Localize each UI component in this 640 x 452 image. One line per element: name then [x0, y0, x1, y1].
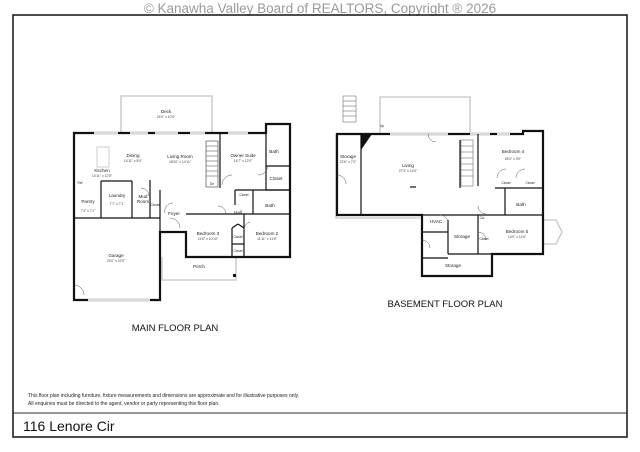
room-dimension: 11'11" x 11'6" [257, 237, 278, 241]
room-dimension: 14'11" x 8'0" [124, 159, 143, 163]
room-label: Bedroom 3 [197, 231, 220, 236]
room-label: Kitchen [94, 168, 110, 173]
room-label: Dining [126, 153, 139, 158]
room-dimension: 18'4" x 9'0" [505, 157, 523, 161]
basement-window-well [543, 219, 563, 245]
room-dimension: 7'7" x 7'1" [110, 202, 126, 206]
kitchen-island [96, 146, 110, 168]
exterior-stairs-icon [342, 95, 357, 123]
deck-outline [120, 95, 213, 133]
room-label: Foyer [168, 211, 180, 216]
room-label: Living Room [167, 154, 193, 159]
basement-floor-plan: Storage 22'6" x 7'2" Living 27'3" x 14'0… [335, 95, 563, 310]
property-address: 116 Lenore Cir [23, 418, 115, 434]
room-dimension: 11'6" x 10'10" [198, 237, 219, 241]
door-swings [73, 164, 269, 296]
room-label: Bath [516, 202, 526, 207]
room-label: Room [137, 199, 149, 204]
basement-stairs-icon [460, 139, 474, 187]
room-label: Owner Suite [230, 153, 256, 158]
room-label: Closet [233, 235, 242, 239]
porch-outline [161, 257, 237, 281]
room-label: Closet [501, 181, 510, 185]
room-label: Hall [234, 210, 242, 215]
room-dimension: 18'10" x 14'11" [169, 160, 192, 164]
room-label: Closet [150, 203, 159, 207]
disclaimer-line: This floor plan including furniture, fix… [28, 393, 299, 399]
room-label: Storage [454, 234, 471, 239]
room-label: Bath [265, 203, 275, 208]
room-label: Deck [161, 109, 172, 114]
room-label: Pantry [81, 199, 95, 204]
room-label: HVAC [430, 219, 443, 224]
basement-deck-outline [379, 96, 471, 134]
room-label: Mud [139, 194, 148, 199]
room-dimension: 14'11" x 12'5" [92, 174, 113, 178]
room-label: Bath [269, 149, 279, 154]
stairs-icon [205, 140, 219, 188]
room-label: Closet [233, 249, 242, 253]
basement-door-swings [336, 133, 526, 249]
room-label: Storage [340, 154, 357, 159]
room-dimension: 23'0" x 22'0" [107, 259, 126, 263]
sheet-border [12, 14, 628, 438]
room-label: Closet [525, 181, 534, 185]
room-dimension: 22'6" x 7'2" [340, 160, 358, 164]
main-floor-plan-title: MAIN FLOOR PLAN [132, 323, 219, 334]
copyright-watermark: © Kanawha Valley Board of REALTORS, Copy… [144, 1, 496, 16]
disclaimer-line: All enquiries must be directed to the ag… [28, 401, 220, 407]
room-label: Living [402, 163, 414, 168]
room-label: Closet [239, 193, 248, 197]
room-label: Storage [445, 263, 462, 268]
basement-outline [335, 134, 420, 219]
room-label: Up [380, 124, 384, 128]
room-label: Bedroom 2 [256, 231, 279, 236]
room-label: Closet [479, 237, 488, 241]
room-label: Bedroom 5 [506, 229, 529, 234]
main-floor-plan: Deck 24'0" x 10'0" Dining 14'11" x 8'0" … [72, 95, 292, 334]
room-dimension: 14'7" x 12'0" [234, 159, 253, 163]
room-label: Porch [193, 264, 205, 269]
room-label: Ref [78, 181, 83, 185]
room-label: Laundry [109, 193, 126, 198]
room-dimension: 14'0" x 11'6" [508, 235, 527, 239]
room-dimension: 24'0" x 10'0" [157, 115, 176, 119]
room-label: Dn [210, 182, 214, 186]
basement-floor-plan-title: BASEMENT FLOOR PLAN [388, 299, 503, 310]
porch-post [233, 274, 236, 277]
room-label: Bedroom 4 [502, 149, 525, 154]
room-dimension: 7'3" x 7'1" [81, 209, 97, 213]
room-dimension: 27'3" x 14'0" [399, 169, 418, 173]
fireplace [361, 134, 372, 150]
room-label: Garage [108, 253, 124, 258]
room-label: Clo [480, 216, 485, 220]
main-exterior-wall [72, 122, 292, 302]
room-label: Closet [269, 176, 283, 181]
